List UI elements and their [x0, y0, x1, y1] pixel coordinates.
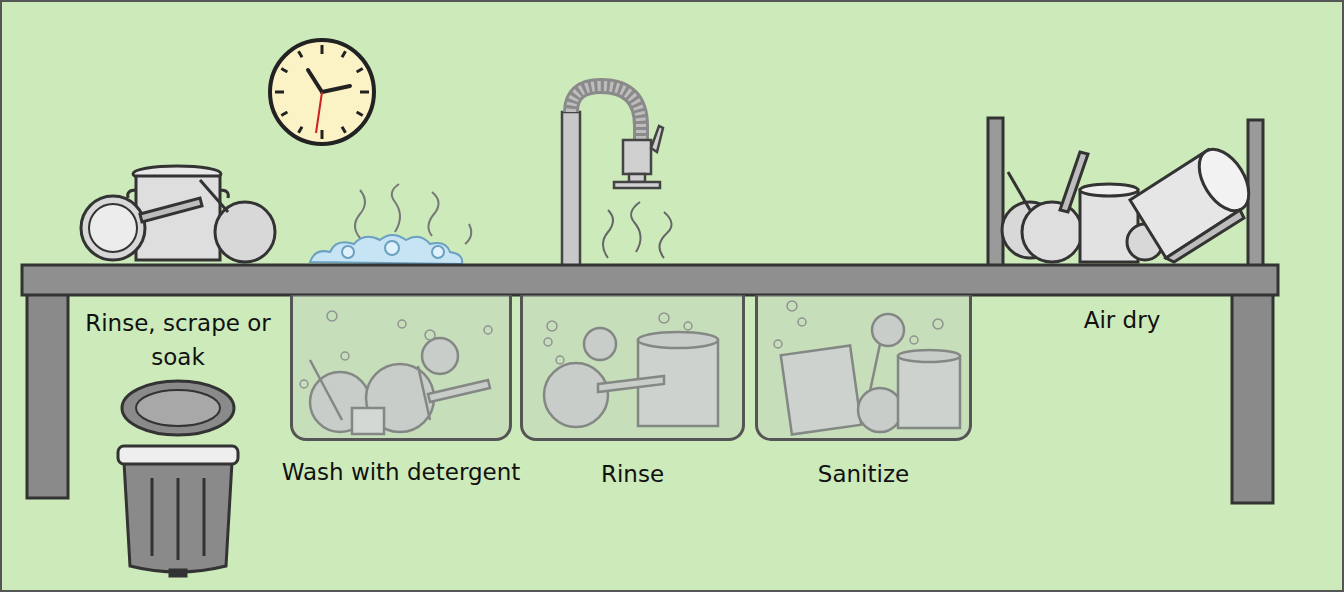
clock-tick [357, 112, 363, 116]
sink-basin: Rinse [520, 295, 745, 441]
station-label: Rinse, scrape or soak [78, 306, 278, 374]
dirty-dishes-part [81, 196, 145, 260]
faucet-part-part [659, 212, 671, 258]
soap-suds-part [355, 184, 471, 244]
dirty-dishes [81, 166, 275, 262]
sink-counter-part [27, 294, 68, 498]
trash-can [118, 381, 238, 576]
trash-can-part [203, 478, 206, 556]
clock-tick [357, 69, 363, 73]
soap-suds-part-part [465, 224, 471, 244]
soap-suds [310, 184, 471, 264]
soap-suds-part [432, 246, 444, 258]
clock-tick [342, 51, 346, 57]
wall-clock-part [308, 70, 322, 92]
trash-can-part [170, 570, 186, 576]
faucet-part [603, 202, 672, 258]
station-label: Air dry [1022, 303, 1222, 337]
trash-can-part [151, 478, 154, 556]
trash-can-part [177, 478, 180, 560]
clock-tick [281, 112, 287, 116]
clock-tick [299, 127, 303, 133]
wall-clock-part [270, 40, 374, 144]
faucet-part [614, 182, 660, 188]
soap-suds-part [310, 235, 462, 264]
drying-rack-part [1189, 141, 1259, 220]
dirty-dishes-part [140, 198, 202, 222]
clock-tick [275, 91, 284, 94]
faucet-part-part [631, 202, 640, 252]
basin-label: Rinse [503, 457, 762, 492]
faucet-part [571, 86, 641, 140]
faucet-part [651, 126, 663, 152]
clock-tick [321, 45, 324, 54]
drying-rack-part [1008, 172, 1030, 210]
soap-suds-part [385, 241, 399, 255]
soap-suds-part-part [392, 184, 400, 232]
sink-basin: Wash with detergent [290, 295, 512, 441]
drying-rack-part [1248, 120, 1263, 266]
clock-tick [342, 127, 346, 133]
drying-rack-part [1022, 202, 1082, 262]
wall-clock [270, 40, 374, 144]
soap-suds-part-part [355, 190, 365, 238]
clock-tick [321, 130, 324, 139]
basin-label: Sanitize [738, 457, 989, 492]
dirty-dishes-part [89, 204, 137, 252]
trash-can-part [124, 462, 232, 572]
wall-clock-part [322, 86, 350, 92]
soap-suds-part [342, 246, 354, 258]
sink-basin: Sanitize [755, 295, 972, 441]
drying-rack-part [1080, 184, 1138, 196]
clock-tick [360, 91, 369, 94]
sink-counter-part [22, 265, 1278, 295]
faucet [562, 86, 672, 266]
faucet-part [623, 140, 651, 174]
drying-rack-part [988, 118, 1003, 266]
dirty-dishes-part [215, 202, 275, 262]
faucet-part-part [603, 210, 613, 258]
trash-can-part [118, 446, 238, 464]
wall-clock-part [275, 45, 369, 139]
soap-suds-part-part [428, 192, 438, 236]
wall-clock-part [316, 92, 322, 133]
clock-tick [281, 69, 287, 73]
sink-counter-part [1232, 294, 1273, 503]
trash-can-part [136, 390, 220, 426]
trash-can-part [122, 381, 234, 435]
clock-tick [299, 51, 303, 57]
drying-rack-part [1166, 210, 1244, 262]
dirty-dishes-part [200, 180, 228, 212]
drying-rack [988, 118, 1263, 266]
faucet-part [562, 112, 580, 266]
basin-label: Wash with detergent [273, 455, 529, 490]
faucet-part [571, 86, 641, 140]
